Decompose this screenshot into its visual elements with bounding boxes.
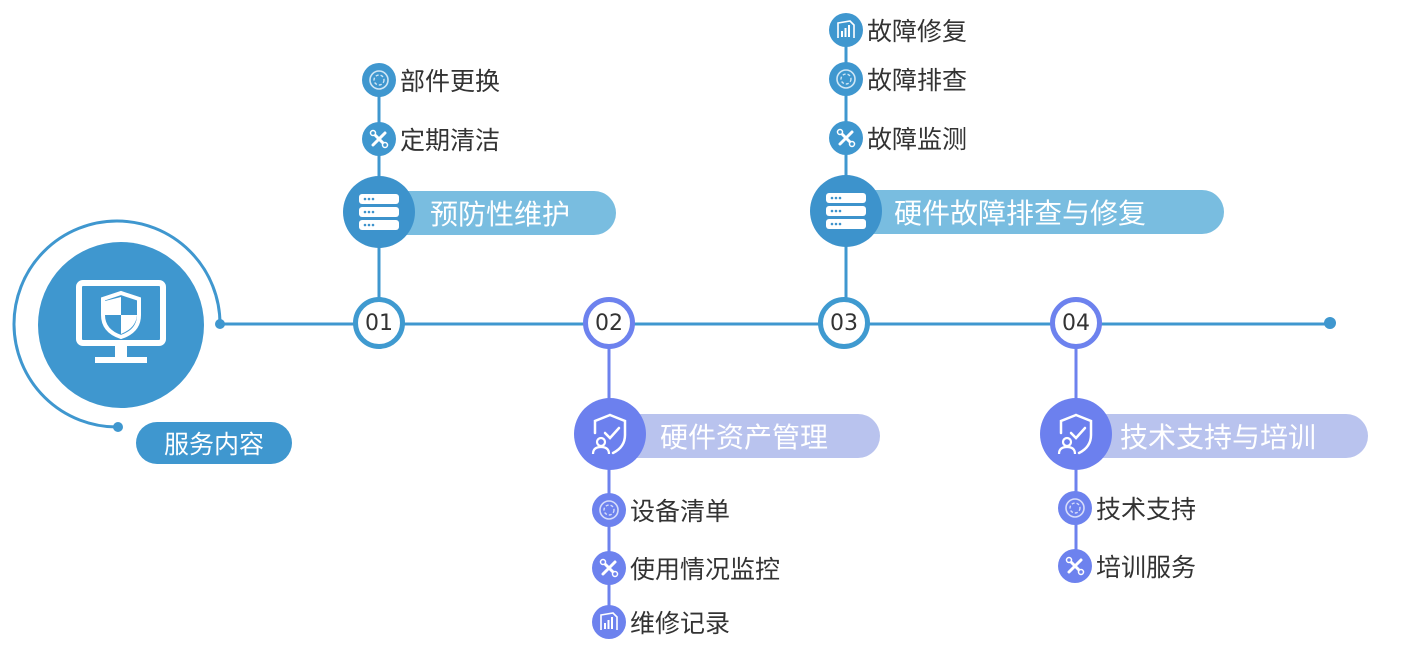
step-02-item[interactable]: 维修记录	[592, 605, 730, 639]
step-02-item-label: 维修记录	[630, 609, 731, 638]
gear-badge-icon	[592, 493, 626, 527]
tools-icon	[829, 121, 863, 155]
tools-icon	[362, 122, 396, 156]
step-03-title: 硬件故障排查与修复	[894, 197, 1147, 230]
step-03-item-label: 故障排查	[867, 66, 968, 95]
step-03-title-pill: 硬件故障排查与修复	[826, 190, 1224, 234]
step-01-icon	[343, 176, 415, 248]
step-03-item[interactable]: 故障监测	[829, 121, 967, 155]
step-01-item[interactable]: 部件更换	[362, 63, 500, 97]
bar-chart-icon	[829, 13, 863, 47]
step-04-node[interactable]: 04	[1050, 297, 1102, 349]
step-03-item-label: 故障修复	[867, 17, 968, 46]
step-02-item[interactable]: 设备清单	[592, 493, 730, 527]
hub-ring-arc	[12, 219, 222, 429]
step-04-item-label: 培训服务	[1096, 553, 1197, 582]
step-03-item[interactable]: 故障排查	[829, 62, 967, 96]
step-01-item-label: 部件更换	[400, 67, 501, 96]
step-03-item-label: 故障监测	[867, 125, 968, 154]
hub-label: 服务内容	[136, 422, 292, 464]
monitor-shield-icon	[76, 280, 166, 363]
step-02-title: 硬件资产管理	[660, 421, 829, 454]
gear-badge-icon	[829, 62, 863, 96]
step-02-item-label: 使用情况监控	[630, 555, 781, 584]
server-icon	[826, 193, 866, 229]
step-01-item-label: 定期清洁	[400, 126, 501, 155]
step-04-icon	[1040, 398, 1112, 470]
server-icon	[359, 194, 399, 230]
hub-circle	[38, 242, 204, 408]
step-04-item-label: 技术支持	[1096, 495, 1197, 524]
step-02-item[interactable]: 使用情况监控	[592, 551, 780, 585]
step-01-item[interactable]: 定期清洁	[362, 122, 500, 156]
hub-ring-dot-bottom	[113, 422, 123, 432]
step-02-icon	[574, 398, 646, 470]
user-shield-check-icon	[1057, 413, 1093, 455]
step-02-item-label: 设备清单	[630, 497, 731, 526]
step-01-node[interactable]: 01	[353, 297, 405, 349]
step-03-icon	[810, 175, 882, 247]
step-04-item[interactable]: 培训服务	[1058, 549, 1196, 583]
timeline-end-dot	[1324, 317, 1336, 329]
step-02-node[interactable]: 02	[583, 297, 635, 349]
step-03-node[interactable]: 03	[818, 297, 870, 349]
user-shield-check-icon	[591, 413, 627, 455]
gear-badge-icon	[362, 63, 396, 97]
tools-icon	[592, 551, 626, 585]
gear-badge-icon	[1058, 491, 1092, 525]
bar-chart-icon	[592, 605, 626, 639]
step-04-item[interactable]: 技术支持	[1058, 491, 1196, 525]
step-01-title: 预防性维护	[430, 198, 571, 231]
tools-icon	[1058, 549, 1092, 583]
step-04-title: 技术支持与培训	[1120, 421, 1317, 454]
step-03-item[interactable]: 故障修复	[829, 13, 967, 47]
